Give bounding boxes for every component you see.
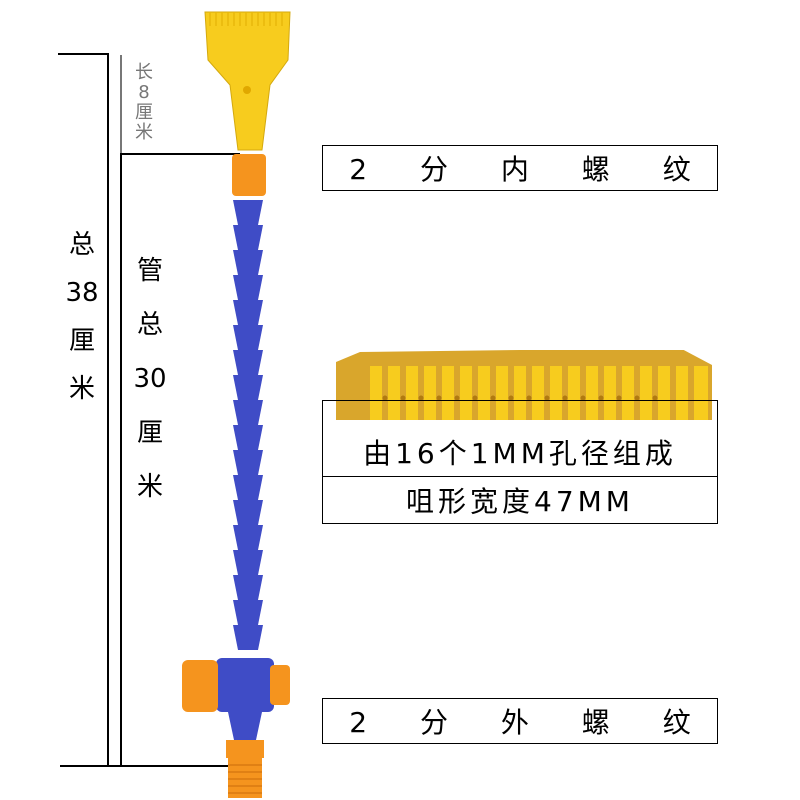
total-char-4: 米 <box>68 374 95 404</box>
hole-count-text: 由16个1MM孔径组成 <box>359 432 681 472</box>
nozzle-length-label: 长 8 厘 米 <box>128 64 160 142</box>
dimension-line-top-long <box>58 53 108 55</box>
total-length-label: 总 38 厘 米 <box>60 232 104 402</box>
dimension-line-nozzle-vertical <box>120 55 122 153</box>
top-fitting <box>232 154 266 196</box>
dimension-line-bottom <box>60 765 240 767</box>
tube-char-3: 30 <box>133 364 167 394</box>
product-illustration <box>182 11 291 798</box>
bottom-fitting <box>226 740 264 798</box>
dimension-line-nozzle-bottom <box>120 153 240 155</box>
valve <box>182 658 290 740</box>
nozzle-width-text: 咀形宽度47MM <box>406 485 634 518</box>
nozzle-char-1: 长 <box>135 62 153 83</box>
total-char-2: 38 <box>65 278 99 308</box>
tube-char-5: 米 <box>136 472 163 502</box>
hole-count-label: 由16个1MM孔径组成 <box>322 400 718 476</box>
bottom-thread-label: 2 分 外 螺 纹 <box>322 698 718 744</box>
flat-nozzle <box>204 11 291 151</box>
total-char-3: 厘 <box>68 326 95 356</box>
tube-char-4: 厘 <box>136 418 163 448</box>
dimension-line-total-vertical <box>107 53 109 766</box>
tube-char-2: 总 <box>136 310 163 340</box>
nozzle-char-4: 米 <box>135 122 153 143</box>
bottom-thread-text: 2 分 外 螺 纹 <box>349 706 713 739</box>
tube-length-label: 管 总 30 厘 米 <box>128 258 172 500</box>
flexible-hose <box>233 200 263 650</box>
dimension-line-tube-vertical <box>120 155 122 765</box>
total-char-1: 总 <box>68 230 95 260</box>
nozzle-char-2: 8 <box>138 82 150 103</box>
nozzle-char-3: 厘 <box>135 102 153 123</box>
tube-char-1: 管 <box>136 256 163 286</box>
nozzle-width-label: 咀形宽度47MM <box>322 476 718 524</box>
top-thread-label: 2 分 内 螺 纹 <box>322 145 718 191</box>
top-thread-text: 2 分 内 螺 纹 <box>349 153 713 186</box>
nozzle-closeup-image <box>336 350 712 420</box>
